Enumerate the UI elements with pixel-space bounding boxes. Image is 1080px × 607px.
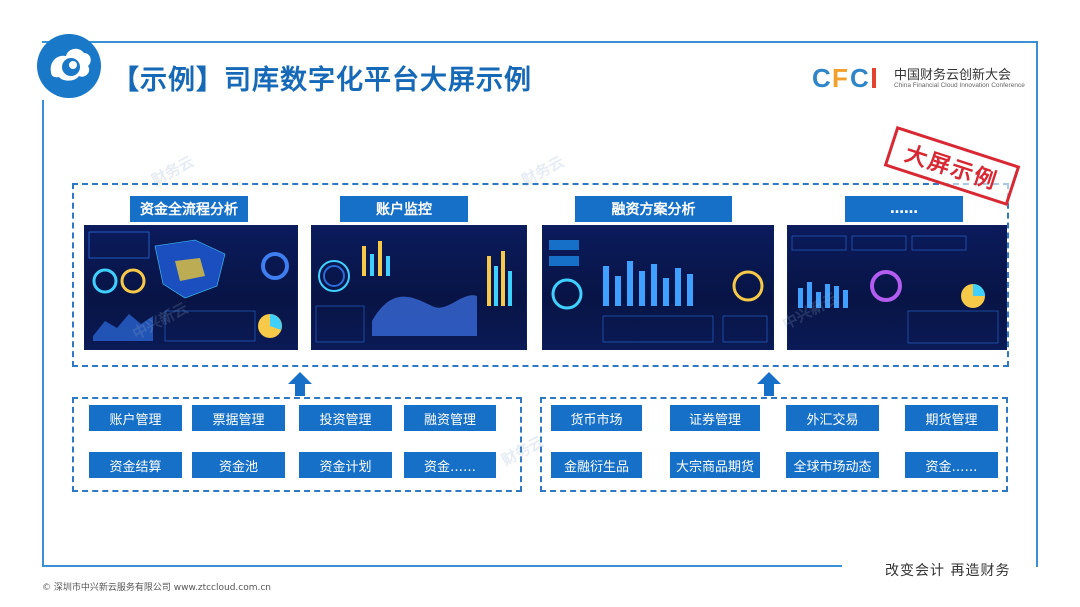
slide-frame-bottom — [42, 565, 842, 567]
market-functions-group — [540, 397, 1008, 492]
svg-text:C: C — [812, 63, 831, 93]
slide-frame — [42, 41, 1038, 567]
function-futures-management: 期货管理 — [905, 405, 998, 431]
function-investment-management: 投资管理 — [299, 405, 392, 431]
slogan-text: 改变会计 再造财务 — [885, 563, 1011, 579]
svg-text:F: F — [832, 63, 848, 93]
arrow-up-icon — [757, 372, 781, 396]
screen-label-financing-analysis: 融资方案分析 — [575, 196, 732, 222]
function-commodity-futures: 大宗商品期货 — [670, 452, 760, 478]
function-global-market-news: 全球市场动态 — [786, 452, 879, 478]
function-fx-trading: 外汇交易 — [786, 405, 879, 431]
function-bill-management: 票据管理 — [192, 405, 285, 431]
function-cash-pool: 资金池 — [192, 452, 285, 478]
arrow-up-icon — [288, 372, 312, 396]
screen-label-account-monitor: 账户监控 — [340, 196, 468, 222]
conference-name-en: China Financial Cloud Innovation Confere… — [894, 82, 1025, 89]
cloud-swirl-logo-icon — [37, 34, 101, 98]
dashboard-screenshot-fund-flow — [84, 225, 298, 350]
dashboard-screenshot-account-monitor — [311, 225, 527, 350]
function-money-market: 货币市场 — [551, 405, 642, 431]
svg-text:C: C — [850, 63, 869, 93]
cfci-logo-icon: C F C — [812, 63, 876, 93]
page-title: 【示例】司库数字化平台大屏示例 — [112, 65, 532, 96]
dashboard-screenshot-financing-analysis — [542, 225, 774, 350]
screen-label-more: …… — [845, 196, 963, 222]
function-account-management: 账户管理 — [89, 405, 182, 431]
fund-functions-group — [72, 397, 522, 492]
conference-name-cn: 中国财务云创新大会 — [894, 68, 1012, 83]
copyright-text: © 深圳市中兴新云服务有限公司 www.ztccloud.com.cn — [42, 583, 272, 593]
function-fund-settlement: 资金结算 — [89, 452, 182, 478]
function-fund-plan: 资金计划 — [299, 452, 392, 478]
function-financial-derivatives: 金融衍生品 — [551, 452, 642, 478]
function-financing-management: 融资管理 — [404, 405, 496, 431]
function-fund-more-right: 资金…… — [905, 452, 998, 478]
screen-label-fund-flow: 资金全流程分析 — [130, 196, 248, 222]
dashboard-screenshot-more — [787, 225, 1007, 350]
slide-frame-left — [42, 100, 44, 567]
function-fund-more: 资金…… — [404, 452, 496, 478]
screens-group — [72, 183, 1009, 367]
function-securities-management: 证券管理 — [670, 405, 760, 431]
